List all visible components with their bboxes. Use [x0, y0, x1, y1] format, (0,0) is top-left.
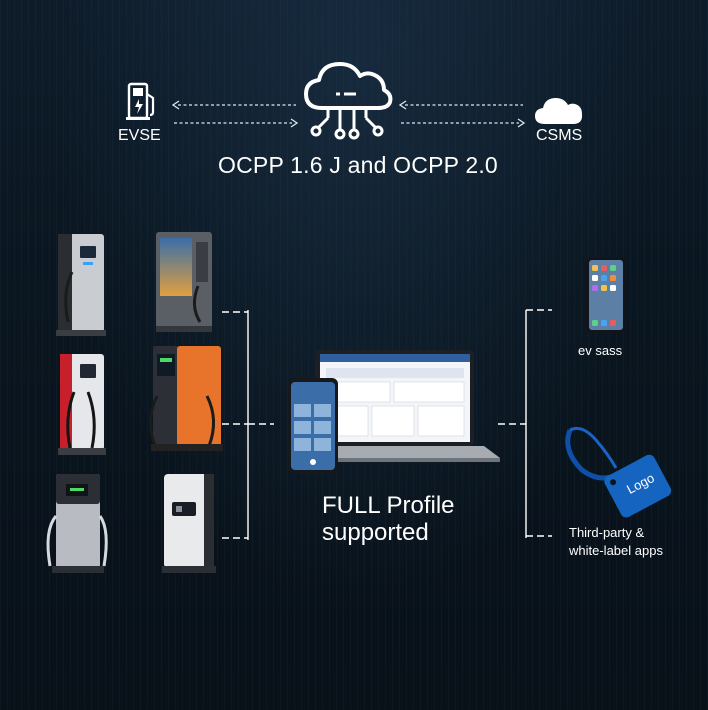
- cloud-icon: [533, 94, 585, 126]
- csms-label: CSMS: [536, 127, 583, 144]
- charger-orange: [145, 340, 227, 458]
- charger-white: [160, 470, 220, 576]
- charger-dc-silver: [40, 470, 112, 576]
- rfid-tag-illustration: Logo: [560, 420, 680, 520]
- charger-dc-gray: [54, 232, 110, 338]
- cloud-network-icon: [300, 56, 396, 142]
- profile-title-line2: supported: [322, 519, 429, 546]
- left-bracket: [218, 300, 276, 544]
- third-party-label: Third-party & white-label apps: [569, 524, 663, 560]
- charger-dc-red: [54, 352, 110, 458]
- right-bracket: [496, 302, 554, 542]
- laptop-phone-illustration: [286, 346, 504, 476]
- protocol-title: OCPP 1.6 J and OCPP 2.0: [218, 152, 498, 178]
- evse-label: EVSE: [118, 127, 161, 144]
- arrows-evse-cloud: [170, 97, 300, 131]
- arrows-cloud-csms: [397, 97, 527, 131]
- ev-sass-label: ev sass: [578, 343, 623, 358]
- third-party-line2: white-label apps: [569, 543, 663, 558]
- charger-screen: [154, 230, 214, 334]
- fuel-pump-icon: [125, 82, 159, 122]
- third-party-line1: Third-party &: [569, 525, 645, 540]
- smartphone-icon: [585, 256, 627, 334]
- profile-title-line1: FULL Profile: [322, 492, 455, 519]
- profile-title: FULL Profile supported: [322, 492, 455, 546]
